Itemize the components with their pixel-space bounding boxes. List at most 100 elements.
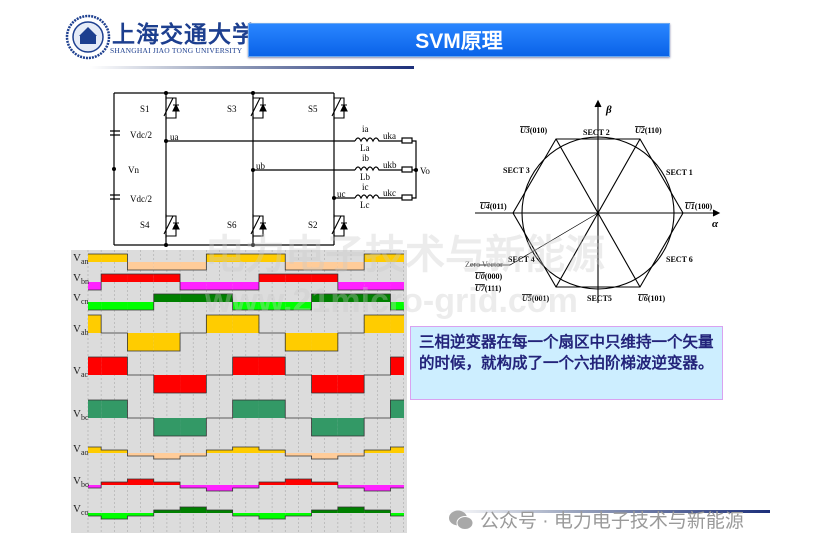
wave-segment: [311, 294, 338, 302]
wave-segment: [232, 485, 259, 488]
title-bar: SVM原理: [248, 23, 670, 57]
wave-segment: [127, 302, 154, 310]
wave-segment: [258, 513, 286, 520]
wave-segment: [258, 274, 286, 282]
wave-segment: [153, 375, 181, 393]
university-seal-logo: [65, 14, 111, 60]
wave-segment: [390, 302, 404, 310]
wave-segment: [232, 513, 259, 516]
wave-segment: [180, 485, 207, 488]
wave-segment: [390, 513, 404, 516]
wave-segment: [337, 282, 365, 290]
series-Vac: [88, 356, 404, 394]
slide-title: SVM原理: [415, 30, 503, 53]
igbt-switch: [163, 96, 180, 120]
wave-segment: [364, 315, 391, 333]
midpoint-label: Vn: [128, 165, 139, 175]
wave-segment: [311, 333, 338, 351]
wave-segment: [232, 282, 259, 290]
wave-segment: [153, 453, 181, 460]
wave-segment: [390, 254, 404, 262]
switch-s6: S6: [227, 220, 237, 230]
vector-label-u3: U3(010): [520, 126, 547, 135]
wave-segment: [337, 375, 365, 393]
series-Van: [88, 253, 404, 271]
footer-text: 公众号 · 电力电子技术与新能源: [480, 511, 744, 532]
series-Vbo: [88, 478, 404, 492]
wave-segment: [285, 513, 312, 516]
explanation-textbox: 三相逆变器在每一个扇区中只维持一个矢量的时候，就构成了一个六拍阶梯波逆变器。: [410, 326, 723, 400]
footer-divider: [445, 510, 770, 513]
wave-segment: [206, 315, 233, 333]
zero-vector-label: Zero Vector: [465, 260, 503, 269]
wave-segment: [180, 375, 207, 393]
wave-segment: [337, 418, 365, 436]
wave-segment: [127, 262, 154, 270]
wave-segment: [232, 446, 259, 453]
neutral-vo: Vo: [420, 166, 430, 176]
wave-segment: [101, 482, 128, 485]
series-Vab: [88, 314, 404, 352]
wave-segment: [88, 254, 102, 262]
wave-segment: [180, 262, 207, 270]
wave-segment: [285, 478, 312, 485]
wave-segment: [206, 254, 233, 262]
switch-s4: S4: [140, 220, 150, 230]
sector-5: SECT5: [587, 294, 612, 303]
wave-segment: [337, 294, 365, 302]
igbt-switch: [250, 214, 267, 238]
current-ib: ib: [362, 153, 370, 163]
wave-segment: [232, 254, 259, 262]
series-Vao: [88, 446, 404, 460]
wave-segment: [390, 485, 404, 488]
wave-segment: [127, 513, 154, 516]
wave-segment: [180, 282, 207, 290]
igbt-switch: [250, 96, 267, 120]
logo-chinese-name: 上海交通大学: [112, 21, 256, 48]
wave-segment: [88, 282, 102, 290]
wave-segment: [88, 302, 102, 310]
wave-segment: [364, 510, 391, 513]
wave-segment: [153, 274, 181, 282]
vector-label-u7: U7(111): [475, 284, 502, 293]
wave-outline: [88, 478, 404, 492]
sector-3: SECT 3: [503, 166, 530, 175]
wave-segment: [180, 453, 207, 456]
wave-segment: [285, 453, 312, 456]
wave-outline: [88, 273, 404, 291]
wave-segment: [337, 453, 365, 456]
wave-segment: [311, 375, 338, 393]
wave-segment: [337, 485, 365, 488]
wave-segment: [285, 262, 312, 270]
wave-segment: [232, 400, 259, 418]
logo-english-name: SHANGHAI JIAO TONG UNIVERSITY: [110, 46, 243, 55]
wave-segment: [285, 302, 312, 310]
wave-segment: [88, 315, 102, 333]
vector-label-u2: U2(110): [635, 126, 662, 135]
sector-6: SECT 6: [666, 255, 693, 264]
igbt-switch: [331, 96, 348, 120]
wave-segment: [180, 294, 207, 302]
wave-segment: [153, 294, 181, 302]
series-Vbn: [88, 273, 404, 291]
wave-segment: [390, 357, 404, 375]
wave-segment: [206, 294, 233, 302]
vector-label-u1: U1(100): [685, 202, 712, 211]
current-ia: ia: [362, 124, 369, 134]
wave-segment: [364, 450, 391, 453]
switch-s3: S3: [227, 104, 237, 114]
alpha-axis-label: α: [712, 218, 719, 230]
wave-segment: [285, 333, 312, 351]
wave-segment: [390, 315, 404, 333]
beta-axis-label: β: [605, 104, 612, 116]
wechat-icon: [449, 510, 474, 530]
igbt-switch: [163, 214, 180, 238]
igbt-switch: [331, 214, 348, 238]
sector-4: SECT 4: [508, 255, 535, 264]
wave-segment: [364, 485, 391, 492]
wave-outline: [88, 314, 404, 352]
sector-1: SECT 1: [666, 168, 693, 177]
switch-s1: S1: [140, 104, 150, 114]
wave-segment: [311, 453, 338, 460]
